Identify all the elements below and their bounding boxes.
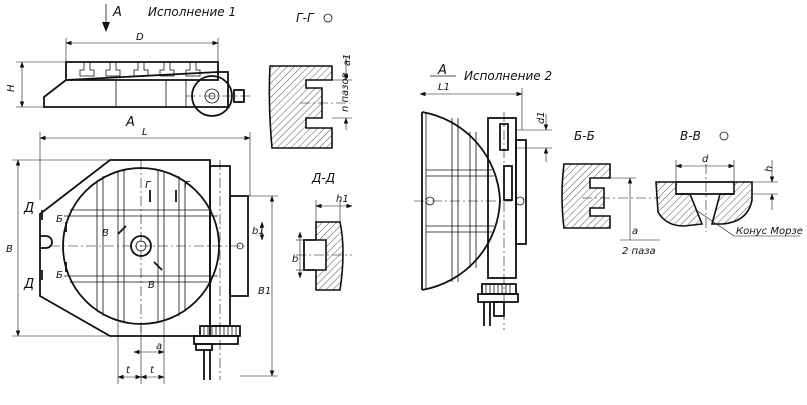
section-vv-title: В-В: [680, 129, 701, 143]
section-dd: Д-Д h1 b b1: [252, 171, 353, 291]
dim-b1-dd-label: b1: [252, 226, 265, 237]
view1-title: Исполнение 1: [148, 5, 236, 19]
dim-t-right-label: t: [150, 365, 155, 376]
section-label-a: А: [125, 115, 135, 130]
section-vv-hatch-right: [710, 181, 753, 225]
mark-v-top: В: [102, 228, 109, 239]
mark-v-bottom: В: [148, 280, 155, 291]
section-dd-hatch: [315, 221, 344, 291]
dim-a-bb-label: a: [632, 226, 638, 237]
section-vv-hatch-left: [655, 181, 704, 227]
table-body-side: [43, 71, 229, 108]
dim-n-label: n пазов: [340, 72, 351, 112]
mark-b-top: Б: [56, 214, 63, 225]
dim-d-vv-label: d: [702, 154, 709, 165]
dim-t-left-label: t: [126, 365, 131, 376]
shaft-end: [233, 89, 245, 103]
dim-h-label: H: [6, 84, 17, 92]
section-gg-hatch: [268, 65, 333, 149]
section-gg: Г-Г a1 n пазов: [268, 11, 353, 149]
dim-d-label: D: [136, 32, 144, 43]
dim-slots-label: 2 паза: [622, 246, 656, 257]
dim-h1-label: h1: [336, 194, 349, 205]
dim-b-dd-label: b: [292, 254, 298, 265]
dim-b1-label: B1: [258, 286, 271, 297]
dim-l1-label: L1: [438, 82, 450, 93]
section-bb-hatch: [561, 163, 611, 229]
dim-h-vv-label: h: [764, 166, 775, 172]
mark-d-bottom: Д: [23, 277, 34, 292]
dim-a-label: a: [156, 341, 162, 352]
dim-a1-label: a1: [342, 54, 353, 67]
view1-elevation: А Исполнение 1 D H: [6, 4, 250, 117]
section-dd-title: Д-Д: [311, 171, 335, 185]
section-vv: В-В d h Конус Морзе: [655, 129, 803, 237]
mark-g-right: Г: [184, 180, 191, 191]
view2: А Исполнение 2 L1: [414, 63, 552, 330]
view2-arrow-a: А: [437, 63, 447, 78]
section-gg-title: Г-Г: [296, 11, 315, 25]
rotated-view-icon-vv: [719, 131, 729, 141]
mark-g-left: Г: [145, 180, 152, 191]
dim-b-label: B: [6, 244, 13, 255]
view1-plan: А L B: [6, 115, 278, 384]
dim-d1-label: d1: [536, 111, 547, 124]
mark-d-top: Д: [23, 201, 34, 216]
center-bore: [130, 235, 152, 257]
morse-cone-note: Конус Морзе: [736, 226, 803, 237]
section-bb: Б-Б a 2 паза: [561, 129, 660, 257]
section-bb-title: Б-Б: [574, 129, 595, 143]
view2-title: Исполнение 2: [464, 69, 552, 83]
dim-l-label: L: [142, 127, 148, 138]
view-arrow-a-label: А: [112, 5, 122, 20]
mark-b-bottom: Б: [56, 270, 63, 281]
rotated-view-icon: [323, 13, 333, 23]
